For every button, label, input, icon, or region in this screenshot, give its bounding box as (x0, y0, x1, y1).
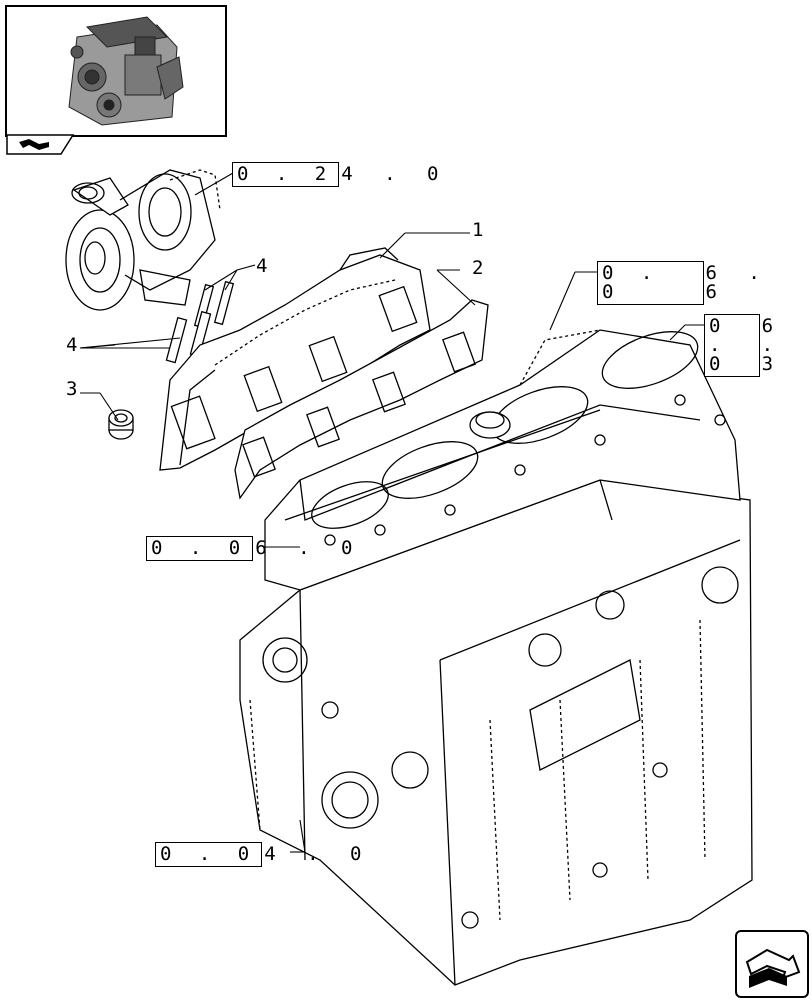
ref-cylinder-head-box: 0 . 0 (146, 536, 254, 561)
ref-head-right-box: 0 . 0 (704, 314, 760, 377)
ref-engine-block-box: 0 . 0 (155, 842, 263, 867)
exhaust-manifold[interactable] (159, 247, 431, 471)
ref-head-right[interactable]: 0 . 0 6 . 3 (704, 314, 812, 377)
ref-head-right-rest: 6 . 3 (761, 315, 784, 375)
back-arrow-icon (6, 134, 75, 155)
engine-thumbnail-icon (68, 16, 184, 126)
callout-studs-upper: 4 (256, 255, 268, 277)
plug[interactable] (108, 409, 134, 440)
turbocharger[interactable] (65, 169, 221, 311)
callout-studs-lower: 4 (66, 334, 78, 356)
manifold-gasket[interactable] (234, 299, 489, 500)
next-page-button[interactable] (735, 930, 809, 998)
next-page-arrow-icon (745, 948, 801, 988)
back-tab[interactable] (5, 134, 75, 156)
ref-engine-block[interactable]: 0 . 0 4 . 0 (155, 842, 371, 867)
ref-cylinder-head-rest: 6 . 0 (255, 537, 363, 559)
ref-cylinder-head[interactable]: 0 . 0 6 . 0 (146, 536, 362, 561)
leader-lines (79, 172, 705, 853)
cylinder-head[interactable] (264, 320, 741, 591)
studs[interactable] (165, 280, 235, 364)
ref-head-cover-rest: 6 . 6 (705, 262, 770, 303)
ref-engine-block-rest: 4 . 0 (264, 843, 372, 865)
engine-block[interactable] (239, 479, 753, 986)
callout-plug: 3 (66, 378, 78, 400)
callout-manifold: 1 (472, 219, 484, 241)
ref-turbocharger[interactable]: 0 . 2 4 . 0 (232, 162, 448, 187)
ref-turbocharger-rest: 4 . 0 (341, 163, 449, 185)
ref-head-cover[interactable]: 0 . 0 6 . 6 (597, 261, 812, 305)
ref-turbocharger-box: 0 . 2 (232, 162, 340, 187)
engine-thumbnail-frame[interactable] (5, 5, 227, 137)
callout-gasket: 2 (472, 257, 484, 279)
ref-head-cover-box: 0 . 0 (597, 261, 704, 305)
